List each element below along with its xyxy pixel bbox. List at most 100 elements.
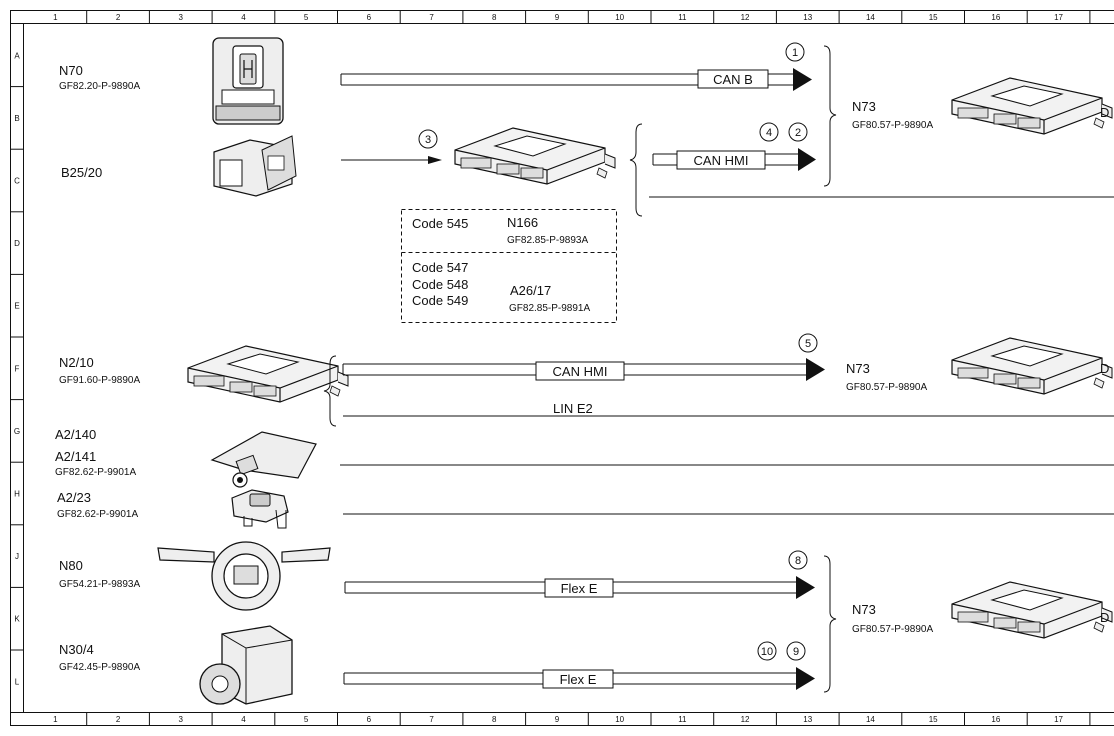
b25-20-sensor-illustration (213, 135, 297, 197)
n2-10-part-number: GF91.60-P-9890A (59, 375, 140, 386)
grid-column-label: 10 (615, 715, 624, 724)
grid-row-label: K (14, 615, 20, 624)
can-b-label: CAN B (713, 72, 753, 87)
target-1-label: N73 (852, 99, 876, 114)
flex-e-2-label: Flex E (560, 672, 597, 687)
marker-1-circle (785, 42, 805, 62)
target-1-brace (823, 45, 837, 187)
marker-2: 2 (795, 127, 801, 139)
can-hmi-bus-1: CAN HMI (652, 148, 816, 171)
marker-10-circle (757, 641, 777, 661)
grid-column-label: 16 (991, 13, 1000, 22)
grid-column-label: 12 (741, 13, 750, 22)
variant-box (401, 209, 617, 323)
grid-row-label: G (14, 427, 20, 436)
target-3-part-number: GF80.57-P-9890A (852, 624, 933, 635)
b25-20-arrowhead (428, 156, 442, 164)
grid-column-label: 8 (492, 715, 497, 724)
n30-4-part-number: GF42.45-P-9890A (59, 662, 140, 673)
target-1-part-number: GF80.57-P-9890A (852, 120, 933, 131)
n80-part-number: GF54.21-P-9893A (59, 579, 140, 590)
grid-column-label: 7 (429, 715, 434, 724)
target-3-label: N73 (852, 602, 876, 617)
grid-column-label: 12 (741, 715, 750, 724)
a26-17-code-549: Code 549 (412, 293, 468, 308)
a26-17-part-number: GF82.85-P-9891A (509, 303, 590, 314)
grid-column-label: 15 (929, 13, 938, 22)
a2-140-label: A2/140 (55, 427, 96, 442)
a2-23-part-number: GF82.62-P-9901A (57, 509, 138, 520)
grid-column-label: 13 (803, 715, 812, 724)
grid-column-labels: 1122334455667788991010111112121313141415… (53, 11, 1091, 725)
grid-row-label: A (14, 51, 20, 60)
n166-module-illustration (454, 127, 616, 185)
n80-label: N80 (59, 558, 83, 573)
a26-17-label: A26/17 (510, 283, 551, 298)
target-2-module-illustration (951, 337, 1113, 395)
grid-column-label: 3 (179, 715, 184, 724)
can-hmi-2-label-box (535, 361, 625, 381)
n2-10-module-illustration (187, 345, 349, 403)
grid-column-label: 2 (116, 13, 121, 22)
marker-1: 1 (792, 47, 798, 59)
marker-2-circle (788, 122, 808, 142)
grid-column-label: 14 (866, 715, 875, 724)
lin-e2-label: LIN E2 (553, 401, 593, 416)
grid-column-label: 16 (991, 715, 1000, 724)
grid-column-label: 13 (803, 13, 812, 22)
flex-e-bus-2: Flex E (343, 667, 815, 690)
grid-column-label: 9 (555, 13, 560, 22)
grid-column-label: 10 (615, 13, 624, 22)
n70-part-number: GF82.20-P-9890A (59, 81, 140, 92)
grid-row-label: B (14, 114, 19, 123)
marker-4: 4 (766, 127, 772, 139)
a2-140-antenna-illustration (210, 431, 317, 488)
n70-label: N70 (59, 63, 83, 78)
flex-e-2-label-box (542, 669, 614, 689)
target-2-part-number: GF80.57-P-9890A (846, 382, 927, 393)
grid-column-label: 1 (53, 715, 58, 724)
n166-part-number: GF82.85-P-9893A (507, 235, 588, 246)
can-hmi-bus-2: CAN HMI (342, 358, 825, 381)
a2-141-label: A2/141 (55, 449, 96, 464)
grid-column-label: 6 (367, 13, 372, 22)
marker-3: 3 (425, 134, 431, 146)
grid-row-label: D (14, 239, 20, 248)
grid-column-label: 6 (367, 715, 372, 724)
grid-row-label: E (14, 302, 19, 311)
marker-5-circle (798, 333, 818, 353)
n30-4-actuator-illustration (199, 625, 293, 705)
target-3-module-illustration (951, 581, 1113, 639)
grid-row-label: L (15, 677, 20, 686)
grid-row-label: C (14, 177, 20, 186)
a26-17-code-548: Code 548 (412, 277, 468, 292)
marker-8: 8 (795, 555, 801, 567)
b25-20-label: B25/20 (61, 165, 102, 180)
grid-column-label: 7 (429, 13, 434, 22)
target-2-edge-letter: D (1100, 361, 1109, 376)
n30-4-label: N30/4 (59, 642, 94, 657)
grid-column-label: 11 (678, 715, 687, 724)
marker-9: 9 (793, 646, 799, 658)
n166-code: Code 545 (412, 216, 468, 231)
n166-brace (629, 123, 643, 217)
n2-10-brace (323, 355, 337, 427)
grid-column-label: 17 (1054, 715, 1063, 724)
grid-row-label: F (15, 364, 20, 373)
a2-141-part-number: GF82.62-P-9901A (55, 467, 136, 478)
can-b-arrowhead (793, 68, 812, 91)
can-hmi-1-label: CAN HMI (694, 153, 749, 168)
a2-23-label: A2/23 (57, 490, 91, 505)
can-b-bus: CAN B (340, 68, 812, 91)
target-1-module-illustration (951, 77, 1113, 135)
grid-column-label: 4 (241, 13, 246, 22)
marker-10: 10 (761, 646, 773, 658)
grid-column-label: 8 (492, 13, 497, 22)
flex-e-bus-1: Flex E (344, 576, 815, 599)
can-hmi-2-label: CAN HMI (553, 364, 608, 379)
n2-10-label: N2/10 (59, 355, 94, 370)
n80-steering-switch-illustration (157, 541, 331, 611)
n70-switch-illustration (212, 37, 284, 125)
